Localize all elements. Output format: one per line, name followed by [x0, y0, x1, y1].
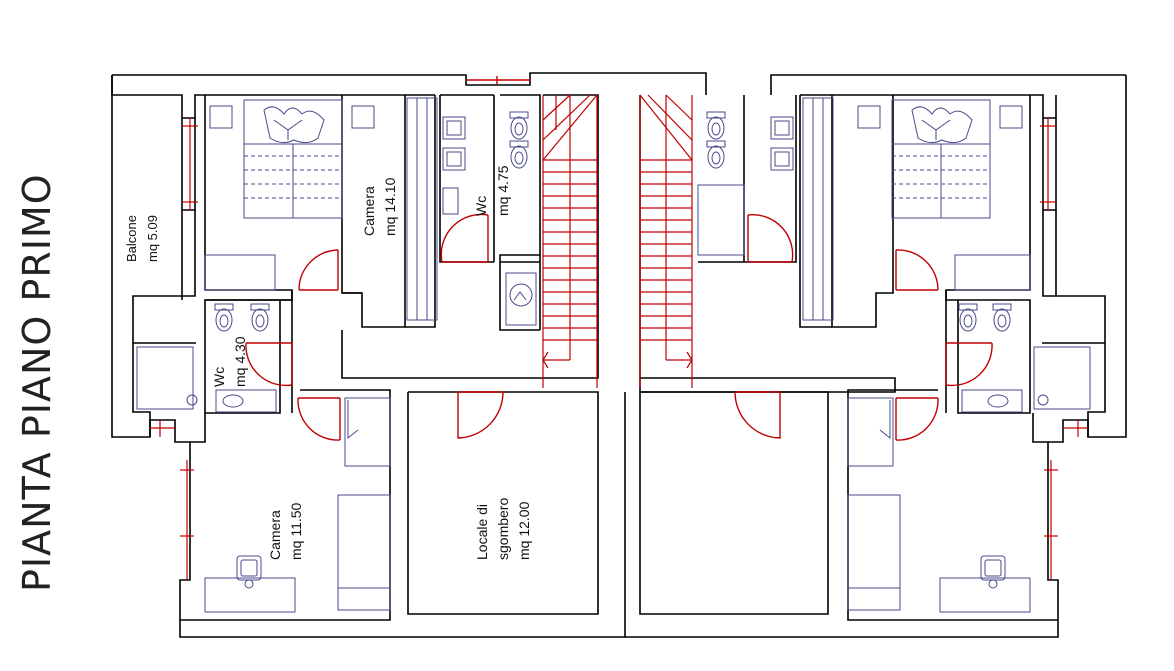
locale-label-2: sgombero: [495, 498, 511, 560]
wc-1-area: mq 4.75: [495, 165, 511, 216]
doors-left: [245, 76, 530, 441]
staircase-left: [542, 94, 598, 388]
unit-left: Balcone mq 5.09 Camera mq 14.10 Wc mq 4.…: [111, 72, 707, 638]
wc-1-label: Wc: [473, 196, 489, 216]
camera-2-area: mq 11.50: [288, 502, 304, 560]
furniture-right: [697, 97, 1091, 613]
locale-area: mq 12.00: [516, 501, 532, 560]
wc-2-area: mq 4.30: [232, 336, 248, 387]
staircase-right: [639, 94, 693, 388]
furniture-left: [136, 97, 537, 613]
balcone-area: mq 5.09: [145, 215, 160, 262]
camera-2-label: Camera: [267, 510, 283, 560]
doors-right: [734, 214, 993, 441]
camera-1-area: mq 14.10: [382, 177, 398, 236]
unit-right: [625, 74, 1127, 638]
walls-left: [111, 72, 707, 638]
windows-right: [1040, 118, 1088, 580]
locale-label-1: Locale di: [474, 504, 490, 560]
plan-title: PIANTA PIANO PRIMO: [15, 173, 59, 592]
camera-1-label: Camera: [361, 186, 377, 236]
balcone-label: Balcone: [124, 215, 139, 262]
wc-2-label: Wc: [211, 367, 227, 387]
windows-left: [150, 118, 198, 580]
